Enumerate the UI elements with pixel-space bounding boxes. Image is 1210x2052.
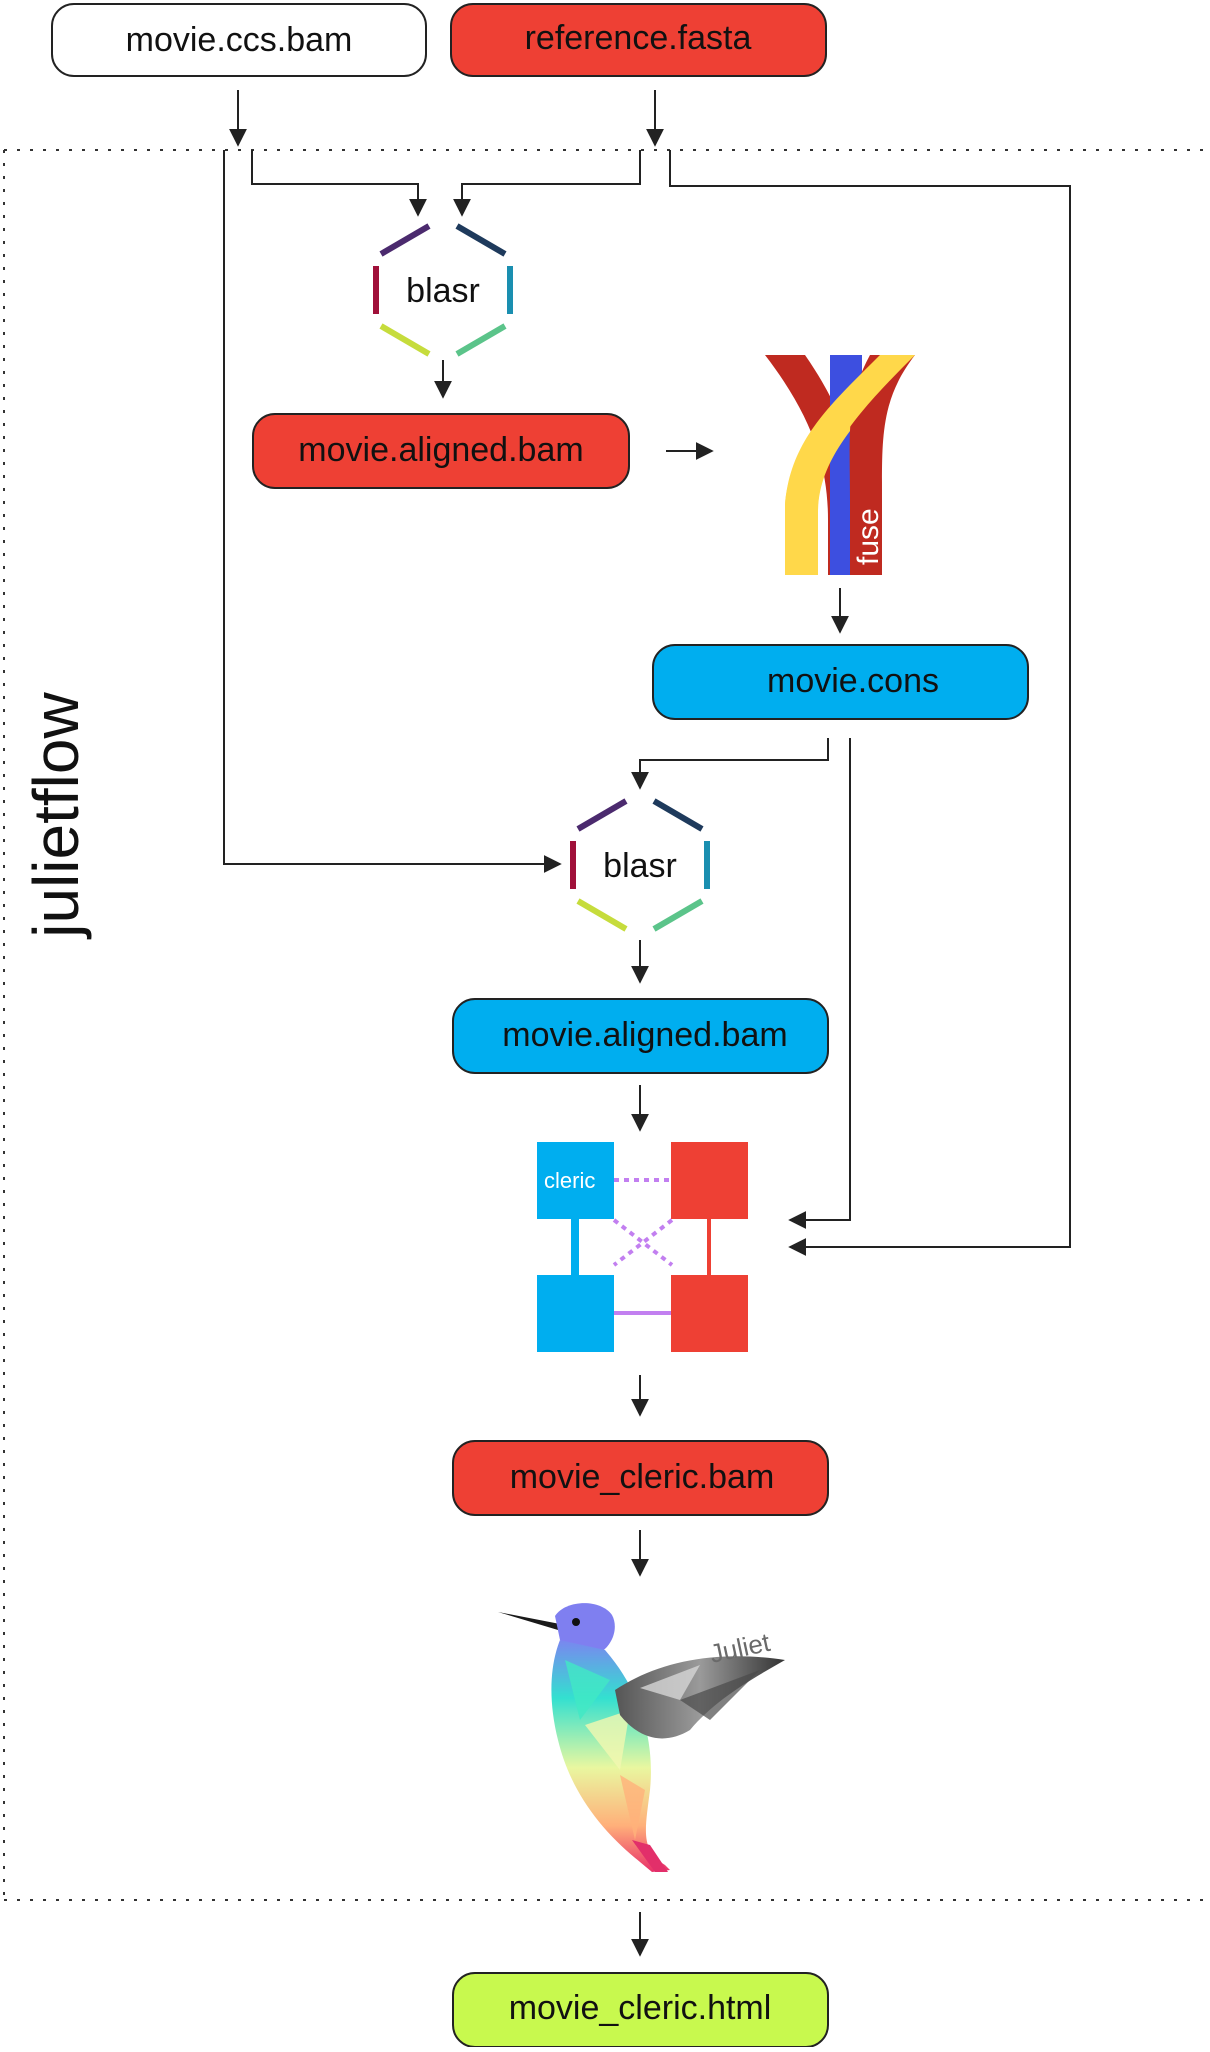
braided-strands-logo-icon [765,355,915,575]
fuse-label: fuse [852,508,885,565]
blasr-logo-1: blasr [373,223,513,357]
fuse-logo: fuse [765,355,915,575]
node-ccs-bam-label: movie.ccs.bam [126,21,353,59]
arrow-ccs-to-blasr2 [223,150,562,873]
node-cons-label: movie.cons [767,662,939,700]
arrow-cons-to-blasr2 [631,738,829,790]
node-aligned-bam-2-label: movie.aligned.bam [502,1016,787,1054]
node-aligned-bam-1: movie.aligned.bam [252,413,630,489]
hexagon-logo-icon [570,798,710,932]
four-squares-logo-icon [537,1142,748,1352]
blasr-1-label: blasr [406,272,480,310]
cleric-logo: cleric [537,1142,748,1352]
juliet-logo: Juliet [498,1603,785,1872]
node-reference-label: reference.fasta [525,19,752,57]
hummingbird-logo-icon [498,1603,785,1872]
cleric-label: cleric [544,1168,595,1193]
node-reference: reference.fasta [450,3,827,77]
node-aligned-bam-1-label: movie.aligned.bam [298,431,583,469]
connectors [223,90,1071,1957]
node-cleric-bam-label: movie_cleric.bam [510,1458,775,1496]
julietflow-label: julietflow [20,692,92,940]
node-cleric-html-label: movie_cleric.html [509,1989,772,2027]
arrow-ref-to-blasr1 [453,150,641,217]
blasr-logo-2: blasr [570,798,710,932]
node-ccs-bam: movie.ccs.bam [51,3,427,77]
node-cleric-html: movie_cleric.html [452,1972,829,2048]
node-aligned-bam-2: movie.aligned.bam [452,998,829,1074]
arrow-ref-to-cleric [669,150,1071,1256]
blasr-2-label: blasr [603,847,677,885]
node-cons: movie.cons [652,644,1029,720]
node-cleric-bam: movie_cleric.bam [452,1440,829,1516]
arrow-cons-to-cleric [788,738,851,1229]
arrow-ccs-to-blasr1 [251,150,427,217]
julietflow-frame-outline [3,149,1210,1901]
hexagon-logo-icon [373,223,513,357]
